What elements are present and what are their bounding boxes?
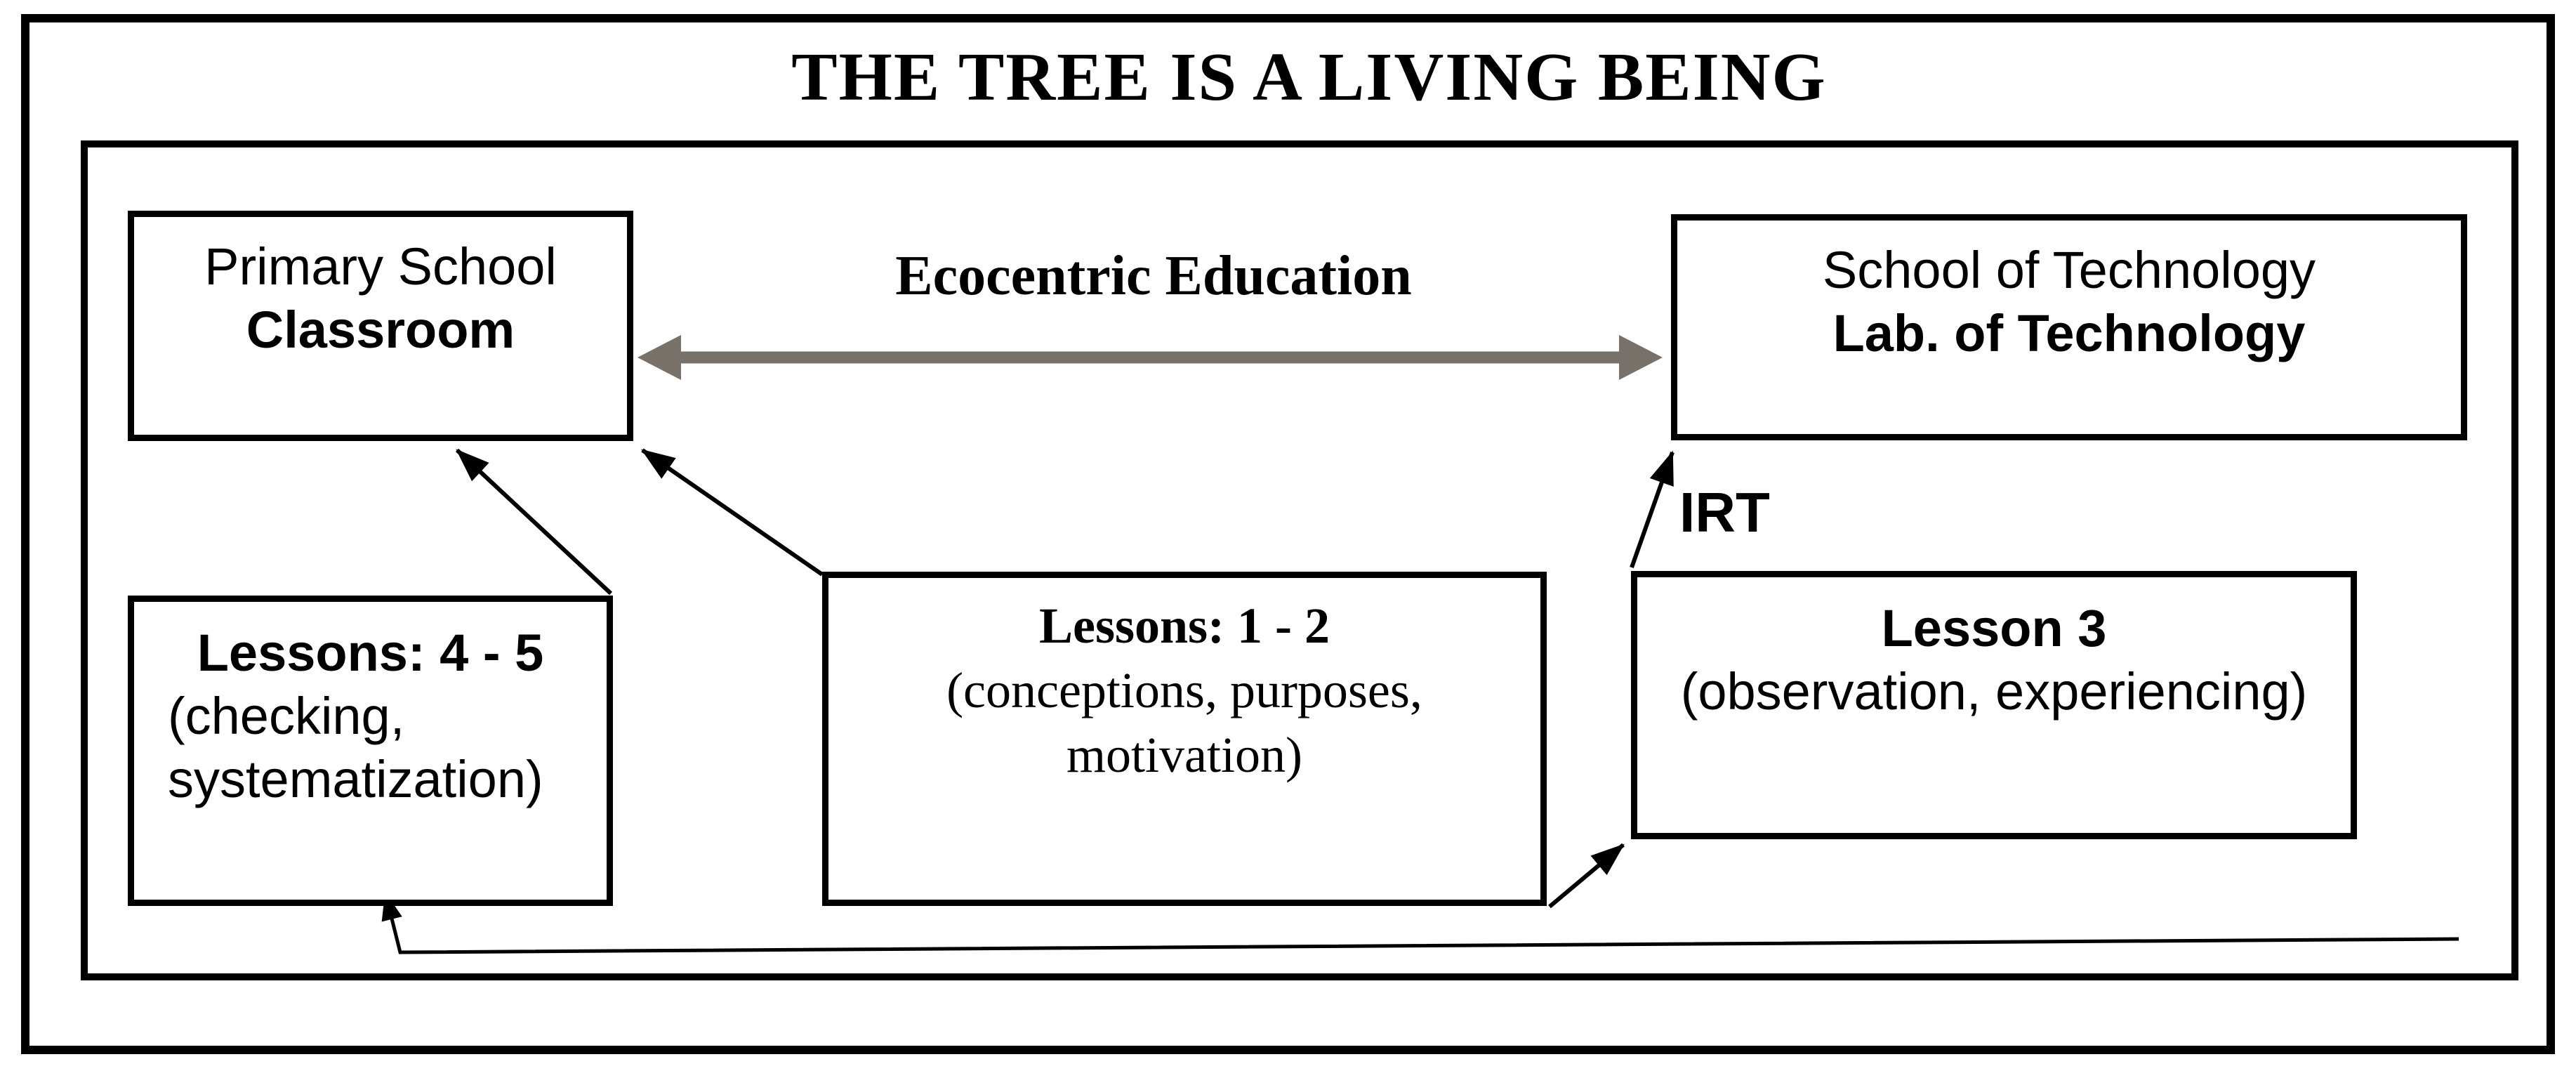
lessons-4-5-detail1: (checking,: [168, 687, 405, 745]
lessons-4-5-detail2: systematization): [168, 750, 543, 808]
node-lesson-3: Lesson 3 (observation, experiencing): [1631, 571, 2357, 839]
arrow-feedback-to-lessons45: [381, 892, 2459, 954]
left-arrowhead-icon: [638, 335, 681, 380]
lessons-4-5-title: Lessons: 4 - 5: [197, 624, 544, 682]
primary-school-line1: Primary School: [204, 237, 557, 296]
ecocentric-education-label: Ecocentric Education: [895, 245, 1412, 307]
lessons-1-2-detail2: motivation): [1066, 727, 1302, 783]
lessons-1-2-detail1: (conceptions, purposes,: [946, 662, 1422, 718]
node-lessons-4-5: Lessons: 4 - 5 (checking, systematizatio…: [128, 596, 613, 906]
node-school-of-technology: School of Technology Lab. of Technology: [1671, 214, 2467, 440]
ecocentric-bidirectional-arrow: [638, 335, 1663, 380]
inner-frame: [81, 140, 2518, 980]
lesson-3-title: Lesson 3: [1881, 599, 2107, 657]
right-arrowhead-icon: [1619, 335, 1663, 380]
lesson-3-detail1: (observation, experiencing): [1680, 662, 2308, 721]
primary-school-line2: Classroom: [246, 301, 515, 359]
node-lessons-1-2: Lessons: 1 - 2 (conceptions, purposes, m…: [822, 572, 1547, 906]
school-of-technology-line2: Lab. of Technology: [1832, 304, 2306, 362]
node-primary-school: Primary School Classroom: [128, 211, 633, 441]
arrow-lessons12-to-primary: [641, 448, 824, 577]
arrow-lessons45-to-primary: [455, 448, 613, 596]
school-of-technology-line1: School of Technology: [1822, 241, 2316, 299]
arrow-irt-lesson3-to-school: [1630, 450, 1675, 569]
irt-label: IRT: [1679, 481, 1770, 544]
figure-title: THE TREE IS A LIVING BEING: [791, 39, 1827, 115]
arrow-lessons12-to-lesson3: [1548, 843, 1625, 909]
lessons-1-2-title: Lessons: 1 - 2: [1038, 598, 1330, 654]
